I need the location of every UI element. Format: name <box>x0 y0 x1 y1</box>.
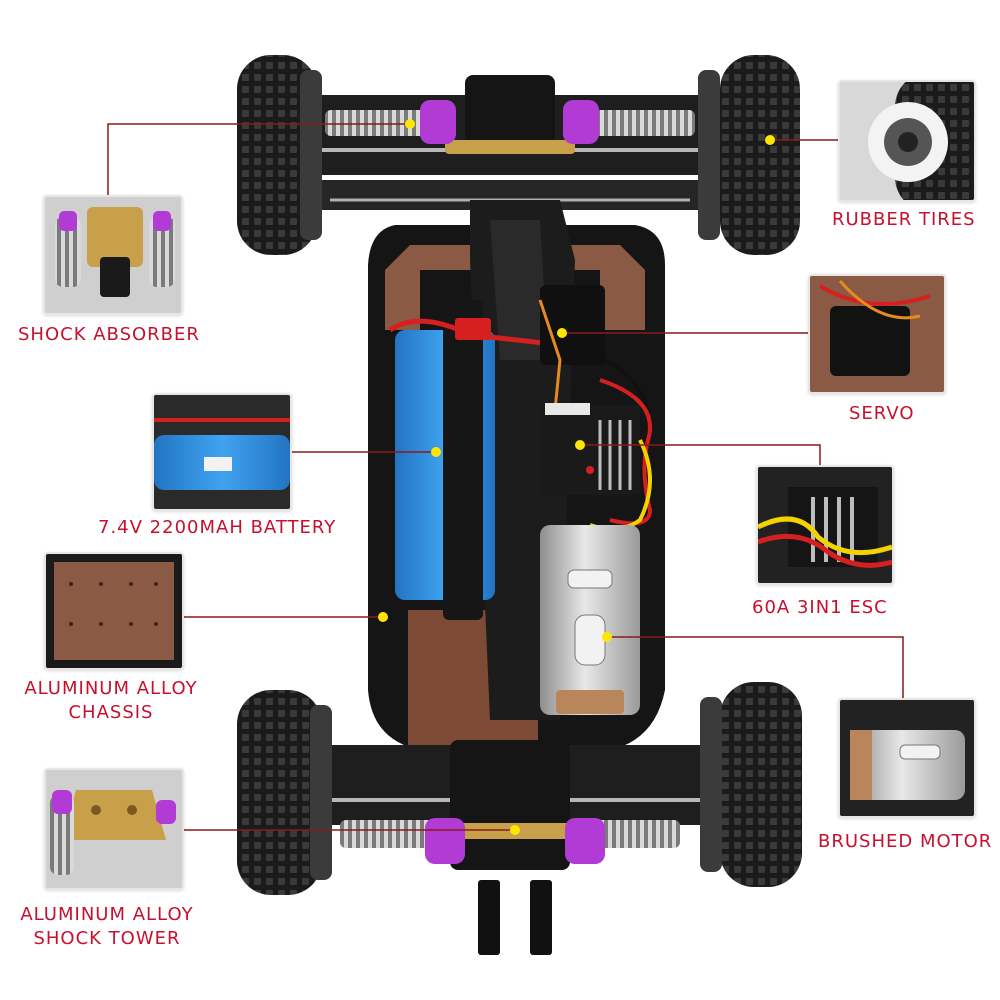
rubber-tires-label: RUBBER TIRES <box>832 209 976 230</box>
rear-right-tire <box>700 682 802 887</box>
front-left-tire <box>237 55 322 255</box>
shock-absorber-thumbnail <box>43 195 183 315</box>
shock-absorber-label: SHOCK ABSORBER <box>18 324 200 345</box>
rear-left-tire <box>237 690 332 895</box>
shock-tower-label-line1: ALUMINUM ALLOY <box>20 904 194 925</box>
chassis-label: ALUMINUM ALLOY CHASSIS <box>20 677 202 725</box>
front-suspension <box>300 75 720 210</box>
esc-thumbnail <box>756 465 894 585</box>
chassis-label-line1: ALUMINUM ALLOY <box>24 678 198 699</box>
servo-unit <box>538 285 605 411</box>
brushed-motor-label: BRUSHED MOTOR <box>818 831 993 852</box>
battery-label: 7.4V 2200MAH BATTERY <box>98 517 337 538</box>
battery-thumbnail <box>152 393 292 511</box>
rubber-tires-thumbnail <box>838 80 976 202</box>
motor-unit <box>540 525 640 715</box>
esc-label: 60A 3IN1 ESC <box>752 597 888 618</box>
battery-pack <box>388 300 652 620</box>
servo-label: SERVO <box>849 403 915 424</box>
chassis-label-line2: CHASSIS <box>68 702 154 723</box>
aluminum-chassis-thumbnail <box>44 552 184 670</box>
shock-tower-label: ALUMINUM ALLOY SHOCK TOWER <box>15 903 199 951</box>
shock-tower-label-line2: SHOCK TOWER <box>33 928 181 949</box>
leader-lines <box>107 123 904 831</box>
brushed-motor-thumbnail <box>838 698 976 818</box>
servo-thumbnail <box>808 274 946 394</box>
front-right-tire <box>698 55 800 255</box>
callout-markers <box>378 119 775 835</box>
shock-tower-thumbnail <box>44 768 184 890</box>
rear-suspension <box>310 740 720 955</box>
